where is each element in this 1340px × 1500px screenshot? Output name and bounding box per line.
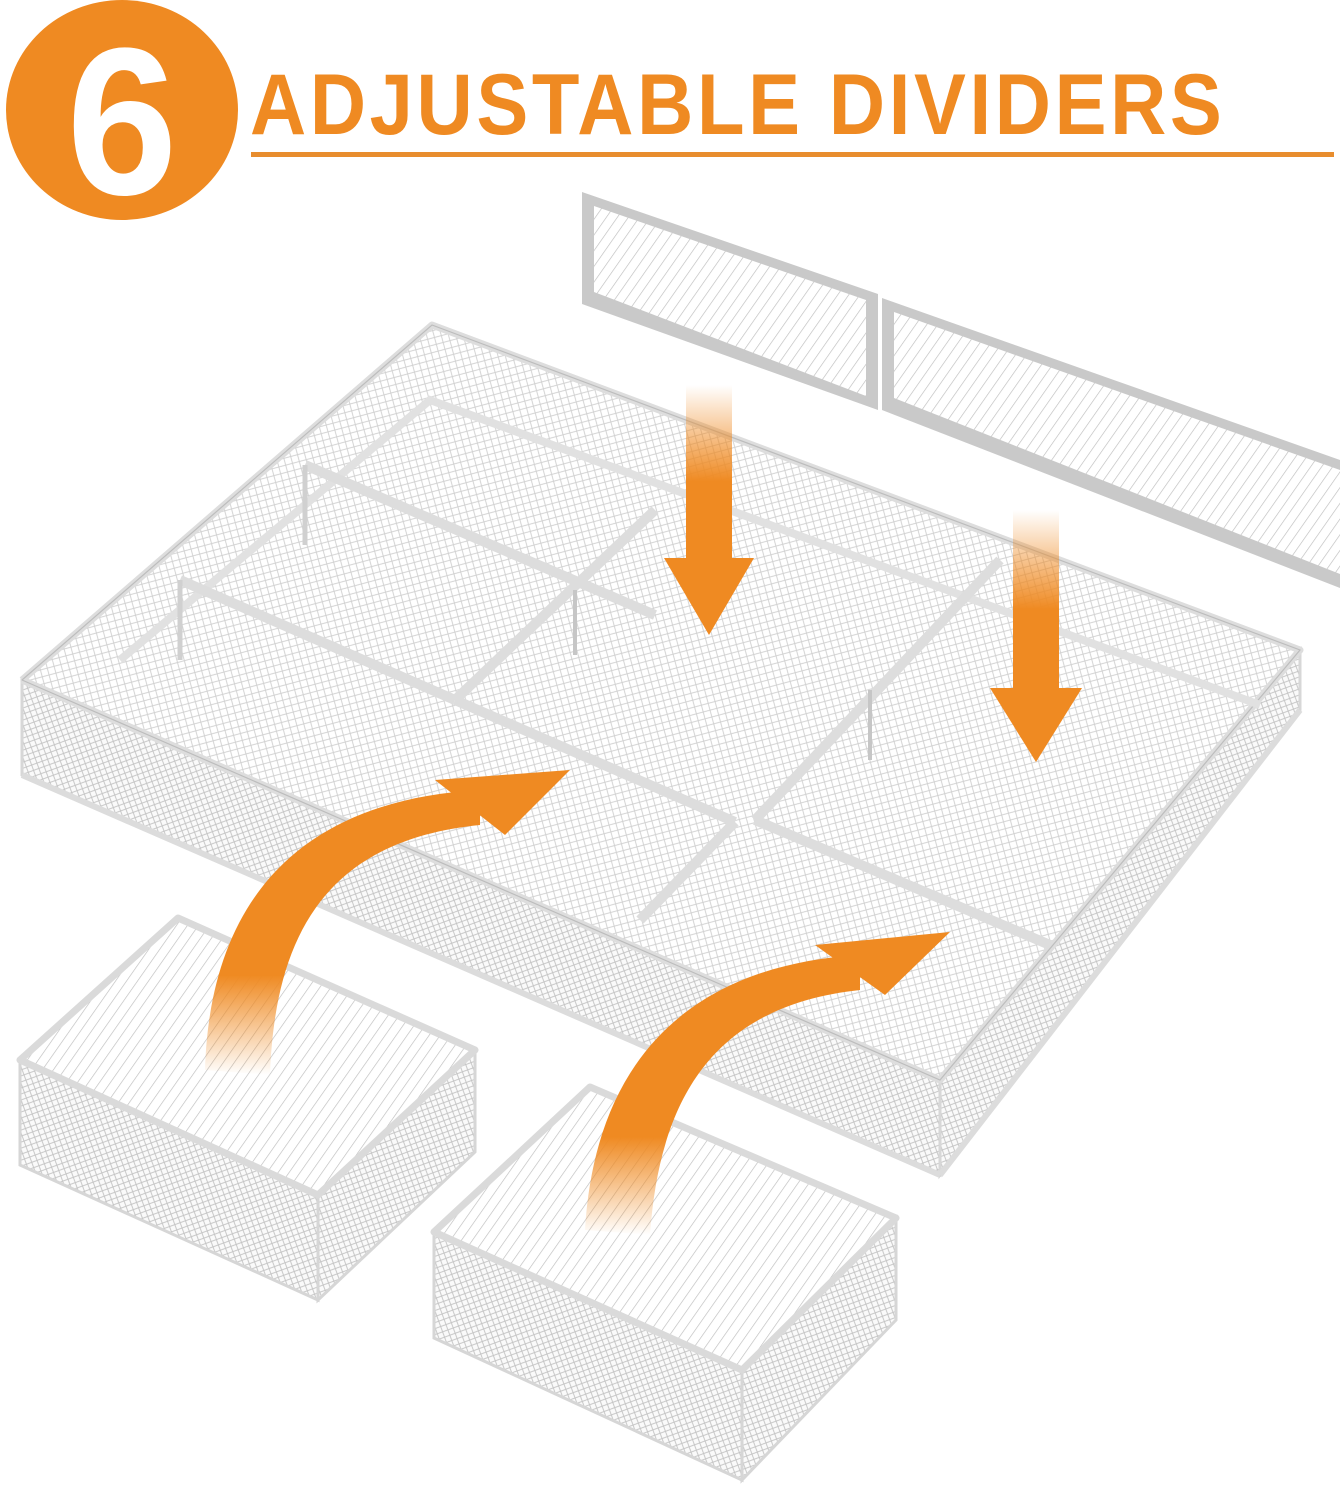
down-arrow-left-icon	[664, 385, 754, 635]
down-arrow-right-icon	[990, 510, 1082, 762]
badge-number: 6	[66, 4, 178, 239]
small-basket-right	[430, 1083, 900, 1484]
headline: ADJUSTABLE DIVIDERS	[250, 57, 1226, 153]
curved-arrow-left-icon	[205, 770, 570, 1075]
main-tray	[19, 321, 1304, 1180]
number-badge: 6	[6, 0, 238, 239]
loose-divider-right	[882, 298, 1340, 588]
headline-underline	[251, 152, 1334, 157]
loose-divider-left	[582, 192, 878, 410]
curved-arrow-right-icon	[585, 932, 950, 1235]
